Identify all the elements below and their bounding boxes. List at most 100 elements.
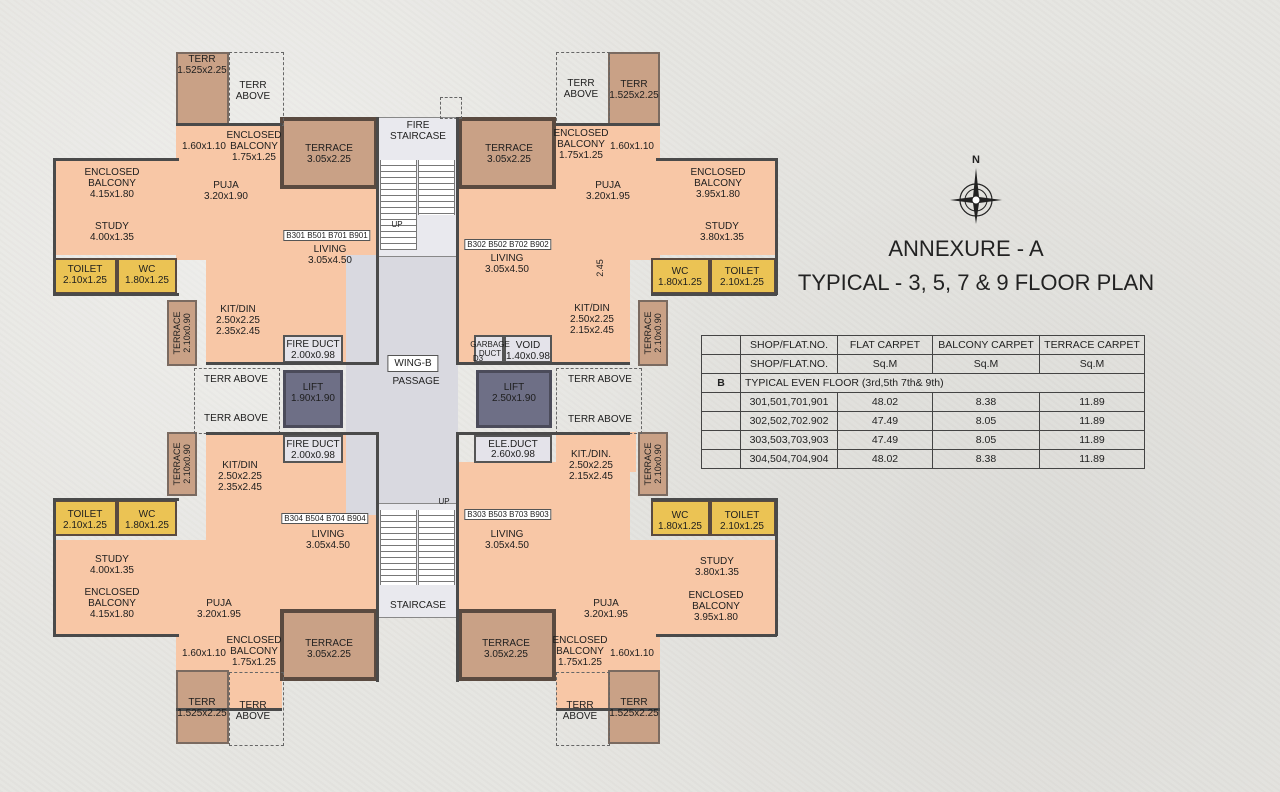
bl-terr	[176, 670, 229, 744]
terr-above-right-lower: TERR ABOVE	[568, 414, 632, 425]
up-label-top: UP	[391, 220, 403, 229]
tl-terr	[176, 52, 229, 126]
bl-wc	[117, 500, 177, 536]
table-header-row: SHOP/FLAT.NO. FLAT CARPET BALCONY CARPET…	[701, 335, 1145, 355]
tl-toilet	[53, 258, 117, 294]
void	[504, 335, 552, 363]
d3-label: D3	[472, 354, 484, 363]
tr-study	[628, 210, 777, 255]
passage-label: PASSAGE	[392, 376, 440, 387]
bl-side-terrace	[167, 432, 197, 496]
br-kitchen	[556, 432, 636, 472]
br-study	[628, 540, 777, 585]
north-label: N	[972, 154, 980, 166]
tr-side-terrace	[638, 300, 668, 366]
fire-stairs-left-flight	[380, 160, 417, 250]
annexure-title: ANNEXURE - A	[888, 236, 1044, 261]
stairs-right-flight	[418, 510, 455, 585]
terr-above-right-upper: TERR ABOVE	[568, 374, 632, 385]
garbage-duct	[474, 335, 504, 363]
tr-terr	[608, 52, 660, 126]
stairs-left-flight	[380, 510, 417, 585]
tl-terrace	[280, 117, 378, 189]
br-toilet	[710, 500, 776, 536]
br-unit-number: B303 B503 B703 B903	[464, 509, 552, 520]
tl-small-room-label: 1.60x1.10	[182, 141, 226, 152]
bl-toilet	[53, 500, 117, 536]
staircase-label: STAIRCASE	[390, 600, 446, 611]
terr-above-left-upper: TERR ABOVE	[204, 374, 268, 385]
lift-left	[283, 370, 343, 428]
carpet-area-table: SHOP/FLAT.NO. FLAT CARPET BALCONY CARPET…	[701, 335, 1145, 469]
ele-duct	[474, 435, 552, 463]
fire-duct-bottom	[283, 435, 343, 463]
br-wc	[651, 500, 710, 536]
bl-unit-number: B304 B504 B704 B904	[281, 513, 369, 524]
terr-above-left-lower: TERR ABOVE	[204, 413, 268, 424]
north-arrow-compass-icon: N	[950, 154, 1002, 224]
up-label-bottom: UP	[438, 497, 450, 506]
floor-plan-title: TYPICAL - 3, 5, 7 & 9 FLOOR PLAN	[797, 270, 1155, 295]
table-wing-row: B TYPICAL EVEN FLOOR (3rd,5th 7th& 9th)	[701, 373, 1145, 393]
tl-study	[53, 210, 208, 255]
tr-small-room-label: 1.60x1.10	[610, 141, 654, 152]
fire-stairs-right-flight	[418, 160, 455, 215]
lift-right	[476, 370, 552, 428]
top-shaft-outline	[440, 97, 462, 119]
tr-unit-number: B302 B502 B702 B902	[464, 239, 552, 250]
br-side-terrace	[638, 432, 668, 496]
tl-side-terrace	[167, 300, 197, 366]
dimension-2-45: 2.45	[595, 259, 605, 277]
